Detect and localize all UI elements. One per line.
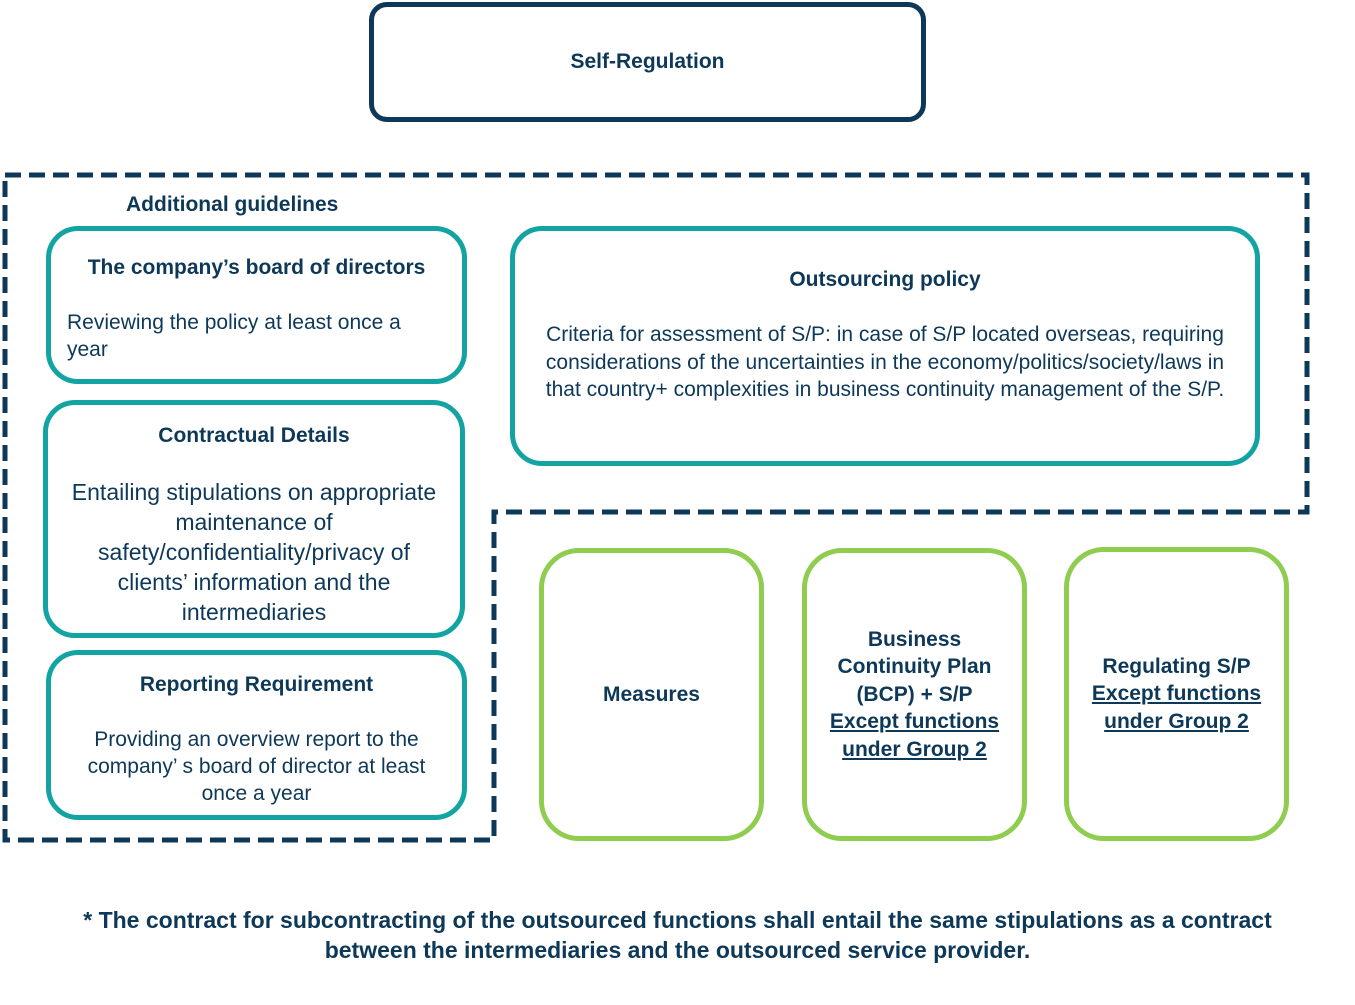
bcp-box: Business Continuity Plan (BCP) + S/P Exc… (802, 548, 1027, 841)
board-of-directors-box: The company’s board of directors Reviewi… (46, 226, 467, 384)
outsourcing-title: Outsourcing policy (789, 268, 981, 291)
measures-box: Measures (539, 548, 764, 841)
reporting-requirement-box: Reporting Requirement Providing an overv… (46, 650, 467, 820)
contractual-details-box: Contractual Details Entailing stipulatio… (43, 400, 465, 638)
board-title: The company’s board of directors (87, 256, 426, 279)
dashed-group-border (2, 172, 1310, 843)
outsourcing-policy-box: Outsourcing policy Criteria for assessme… (510, 226, 1260, 466)
outsourcing-description: Criteria for assessment of S/P: in case … (545, 323, 1225, 401)
regulating-exception-link[interactable]: Except functions under Group 2 (1091, 682, 1262, 733)
additional-guidelines-label: Additional guidelines (126, 193, 339, 216)
regulating-sp-box: Regulating S/P Except functions under Gr… (1064, 547, 1289, 841)
reporting-title: Reporting Requirement (139, 673, 374, 696)
regulating-title: Regulating S/P (1102, 654, 1251, 678)
board-description: Reviewing the policy at least once a yea… (67, 311, 401, 361)
footnote: * The contract for subcontracting of the… (83, 907, 1272, 963)
self-regulation-box: Self-Regulation (369, 2, 926, 122)
measures-title: Measures (603, 682, 700, 706)
reporting-description: Providing an overview report to the comp… (87, 728, 426, 805)
contract-title: Contractual Details (158, 424, 350, 447)
self-regulation-title: Self-Regulation (570, 50, 725, 73)
bcp-exception-link[interactable]: Except functions under Group 2 (829, 710, 1000, 761)
bcp-title: Business Continuity Plan (BCP) + S/P (837, 627, 992, 706)
contract-description: Entailing stipulations on appropriate ma… (71, 479, 437, 625)
